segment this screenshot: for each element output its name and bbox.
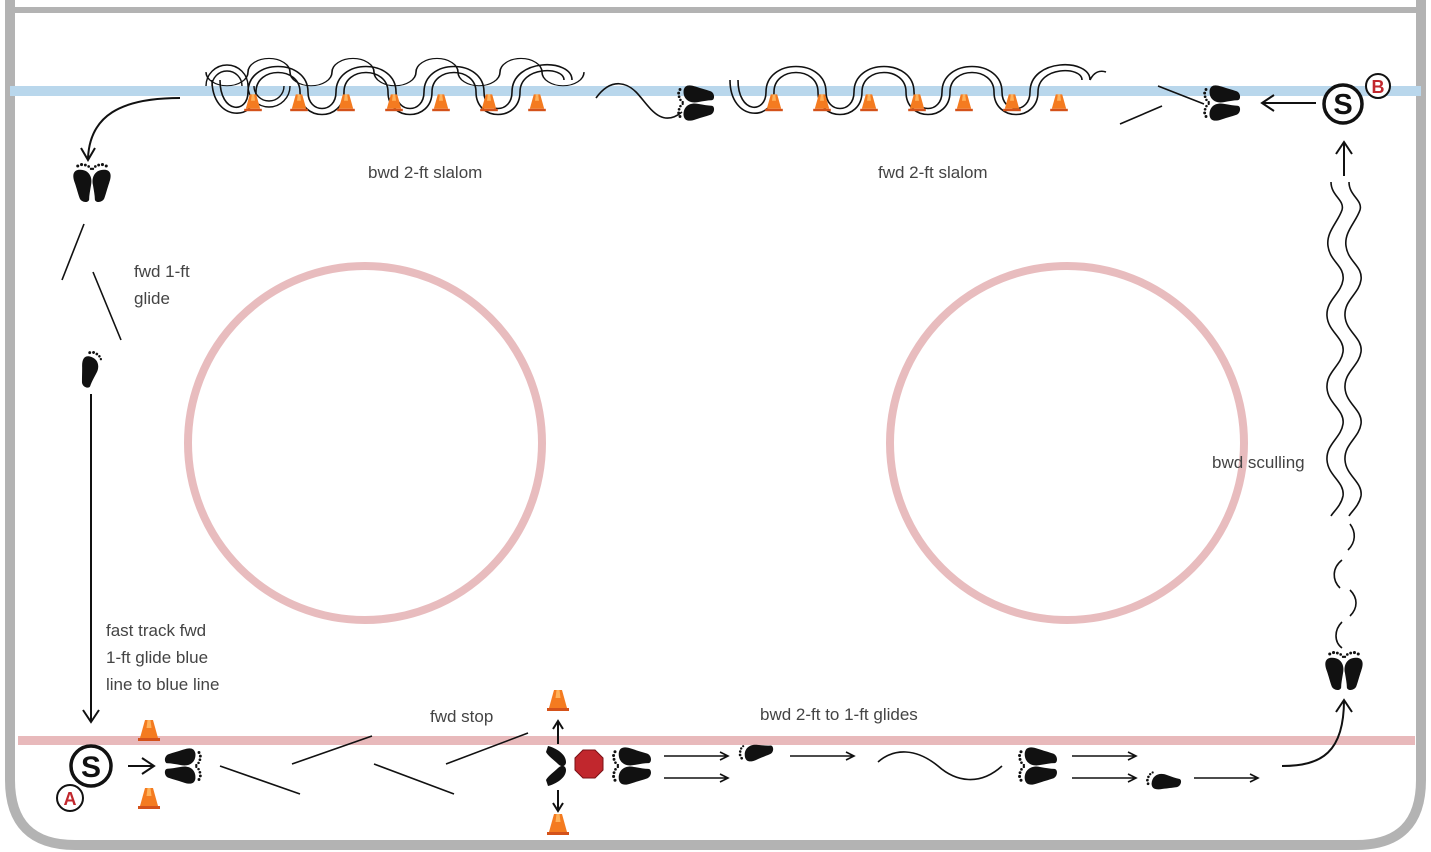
slalom-left-path xyxy=(205,57,585,87)
label-fast-track-line1: fast track fwd xyxy=(106,621,206,640)
one-foot-icon xyxy=(1144,770,1183,794)
cone-icon xyxy=(765,94,783,112)
stride-line xyxy=(1157,85,1205,105)
arrow-icon xyxy=(1194,773,1260,783)
sculling-dash xyxy=(1349,589,1357,617)
cone-icon xyxy=(955,94,973,112)
stride-line xyxy=(219,765,301,795)
stride-line xyxy=(291,735,373,765)
two-feet-icon xyxy=(1018,747,1057,784)
stop-feet xyxy=(546,746,566,767)
two-feet-icon xyxy=(73,163,110,202)
stride-line xyxy=(1119,105,1163,125)
glide-curve xyxy=(877,751,1003,781)
arrow-icon xyxy=(1335,140,1353,176)
slalom-right-waves xyxy=(729,63,1107,116)
blue-line xyxy=(10,86,1421,96)
two-feet-icon xyxy=(1325,651,1362,690)
label-bwd-2ft-to-1ft: bwd 2-ft to 1-ft glides xyxy=(760,705,918,724)
two-feet-icon xyxy=(612,747,651,784)
stride-line xyxy=(445,732,529,765)
cone-icon xyxy=(432,94,450,112)
one-foot-icon xyxy=(737,742,775,763)
arrow-icon xyxy=(664,751,730,761)
faceoff-circle-left xyxy=(184,262,546,624)
label-fast-track-line3: line to blue line xyxy=(106,675,219,694)
marker-a-letter: A xyxy=(64,789,77,809)
cone-icon xyxy=(138,720,160,741)
marker-b-symbol: S xyxy=(1333,89,1352,121)
arrow-icon xyxy=(80,97,181,162)
label-fwd-stop: fwd stop xyxy=(430,707,493,726)
label-fwd-1ft-glide-line1: fwd 1-ft xyxy=(134,262,190,281)
connector-curve xyxy=(595,82,683,119)
cone-icon xyxy=(547,690,569,711)
stride-line xyxy=(61,223,85,281)
stop-sign-icon xyxy=(574,749,604,779)
cone-icon xyxy=(908,94,926,112)
label-bwd-2ft-slalom: bwd 2-ft slalom xyxy=(368,163,482,182)
cone-icon xyxy=(337,94,355,112)
cone-icon xyxy=(290,94,308,112)
arrow-icon xyxy=(552,719,564,744)
sculling-dash xyxy=(1335,621,1343,649)
arrow-icon xyxy=(128,757,156,775)
marker-a-symbol: S xyxy=(81,751,101,784)
arrow-icon xyxy=(1260,94,1316,112)
sculling-path xyxy=(1326,181,1344,517)
cone-icon xyxy=(1050,94,1068,112)
red-line xyxy=(18,736,1415,745)
sculling-dash xyxy=(1347,523,1356,551)
arrow-icon xyxy=(1072,773,1138,783)
rink-boards xyxy=(5,0,1426,850)
one-foot-icon xyxy=(75,348,104,390)
sculling-dash xyxy=(1333,559,1343,589)
stop-feet xyxy=(546,765,566,786)
sculling-path xyxy=(1344,181,1362,517)
cone-icon xyxy=(528,94,546,112)
arrow-icon xyxy=(1072,751,1138,761)
faceoff-circle-right xyxy=(886,262,1248,624)
label-bwd-sculling: bwd sculling xyxy=(1212,453,1305,472)
arrow-icon xyxy=(1281,698,1353,767)
stride-line xyxy=(92,271,122,341)
arrow-icon xyxy=(552,790,564,813)
cone-icon xyxy=(860,94,878,112)
start-marker-a: S A xyxy=(56,744,113,812)
marker-b-letter: B xyxy=(1372,77,1385,97)
slalom-left-waves xyxy=(211,63,573,116)
label-fwd-1ft-glide-line2: glide xyxy=(134,289,170,308)
arrow-icon xyxy=(790,751,856,761)
cone-icon xyxy=(138,788,160,809)
stride-line xyxy=(373,763,455,795)
label-fast-track-line2: 1-ft glide blue xyxy=(106,648,208,667)
label-fwd-2ft-slalom: fwd 2-ft slalom xyxy=(878,163,988,182)
start-marker-b: S B xyxy=(1322,73,1391,125)
cone-icon xyxy=(547,814,569,835)
arrow-icon xyxy=(82,394,100,724)
two-feet-icon xyxy=(165,748,202,783)
cone-icon xyxy=(480,94,498,112)
arrow-icon xyxy=(664,773,730,783)
